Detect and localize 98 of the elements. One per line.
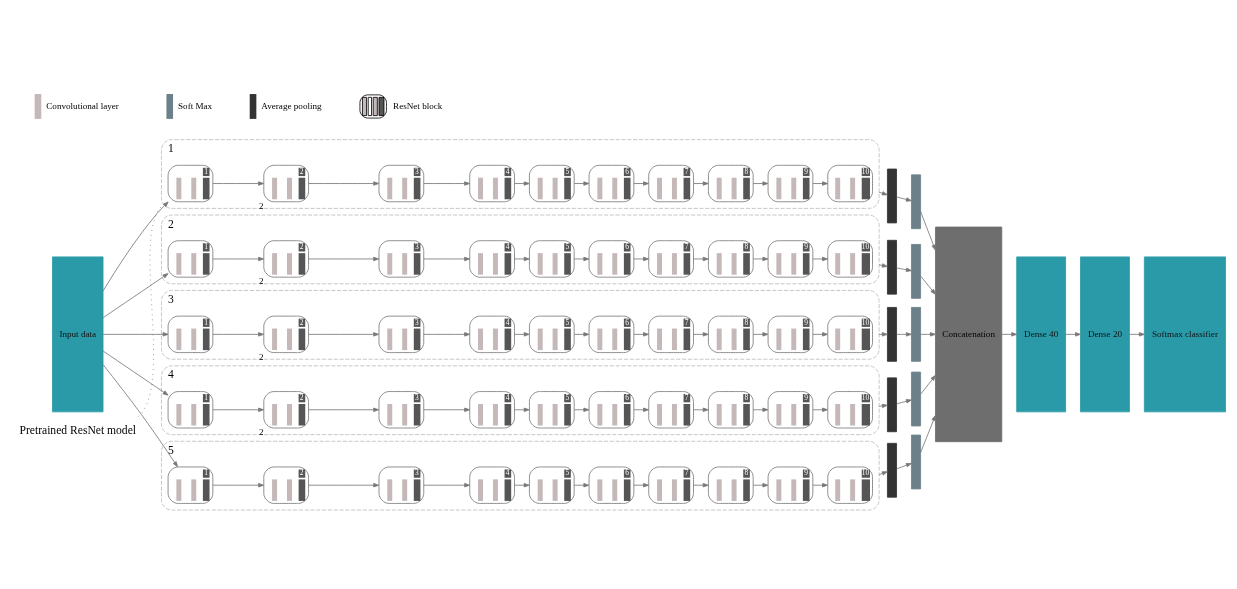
arrow xyxy=(633,482,649,487)
node-box: Softmax classifier xyxy=(1143,255,1226,412)
node-box: Dense 20 xyxy=(1080,255,1130,412)
arrow xyxy=(812,331,828,336)
arrow xyxy=(212,180,264,186)
legend-label: ResNet block xyxy=(393,100,443,111)
arrow xyxy=(514,331,530,336)
arrow xyxy=(1129,331,1145,336)
arrow xyxy=(633,407,649,412)
arrow xyxy=(308,407,380,412)
arrow xyxy=(752,180,769,186)
arrow xyxy=(423,407,471,412)
arrow xyxy=(573,407,590,412)
arrow xyxy=(102,272,169,318)
arrow xyxy=(633,256,649,261)
arrow xyxy=(752,331,769,336)
node-label: 3 xyxy=(168,292,174,306)
arrow xyxy=(514,180,530,186)
arrow xyxy=(896,462,912,469)
arrow xyxy=(920,331,936,336)
arrow xyxy=(920,374,936,395)
cluster xyxy=(161,440,880,510)
arrow xyxy=(878,190,888,195)
arrow xyxy=(514,482,530,487)
arrow xyxy=(693,331,709,336)
node-label: 2 xyxy=(168,217,174,231)
arrow xyxy=(212,482,264,487)
arrow xyxy=(1065,331,1081,336)
arrow xyxy=(896,331,912,336)
node-bar xyxy=(887,239,897,295)
arrow xyxy=(573,256,590,261)
node-box: Input data xyxy=(52,255,104,412)
legend-label: Average pooling xyxy=(261,100,322,111)
node-bar xyxy=(887,442,897,498)
arrow xyxy=(514,407,530,412)
arrow xyxy=(423,331,471,336)
arrow xyxy=(812,256,828,261)
node-text: Pretrained ResNet model xyxy=(19,423,137,437)
arrow xyxy=(878,262,888,268)
arrow xyxy=(212,407,264,412)
node-label: 2 xyxy=(259,351,264,362)
arrow xyxy=(308,482,380,487)
node-bar xyxy=(887,306,897,362)
node-label: 2 xyxy=(259,275,264,286)
arrow xyxy=(920,210,936,251)
arrow xyxy=(878,470,888,475)
arrow xyxy=(693,256,709,261)
node-box: Dense 40 xyxy=(1016,255,1066,412)
node-bar xyxy=(887,168,897,223)
legend-label: Convolutional layer xyxy=(46,100,119,111)
legend-label: Soft Max xyxy=(178,100,213,111)
arrow xyxy=(920,275,936,295)
arrow xyxy=(573,180,590,186)
arrow xyxy=(633,331,649,336)
node-label: 1 xyxy=(168,141,174,155)
arrow xyxy=(812,180,828,186)
arrow xyxy=(693,482,709,487)
arrow xyxy=(878,403,888,408)
arrow xyxy=(812,482,828,487)
arrow xyxy=(752,256,769,261)
arrow xyxy=(633,180,649,186)
arrow xyxy=(896,398,912,404)
arrow xyxy=(896,267,912,272)
arrow xyxy=(920,414,936,453)
arrow xyxy=(102,201,169,291)
arrow xyxy=(423,180,471,186)
arrow xyxy=(693,180,709,186)
arrow xyxy=(896,196,912,202)
arrow xyxy=(212,331,264,336)
arrow xyxy=(1001,331,1018,336)
node-label: 4 xyxy=(168,367,174,381)
node-label: 5 xyxy=(168,443,174,457)
arrow xyxy=(423,256,471,261)
node-bar xyxy=(911,306,921,362)
arrow xyxy=(102,364,178,467)
node-bar xyxy=(911,173,921,229)
node-label: 2 xyxy=(259,426,264,437)
arrow xyxy=(693,407,709,412)
node-box: Concatenation xyxy=(935,226,1003,442)
node-bar xyxy=(911,434,921,489)
arrow xyxy=(752,407,769,412)
node-bar xyxy=(911,243,921,299)
arrow xyxy=(212,256,264,261)
arrow xyxy=(423,482,471,487)
node-label: 2 xyxy=(259,200,264,211)
node-bar xyxy=(887,376,897,432)
arrow xyxy=(102,350,169,396)
arrow xyxy=(573,482,590,487)
arrow xyxy=(573,331,590,336)
arrow xyxy=(514,256,530,261)
arrow xyxy=(308,256,380,261)
arrow xyxy=(812,407,828,412)
arrow xyxy=(308,331,380,336)
arrow xyxy=(752,482,769,487)
node-bar xyxy=(911,371,921,426)
arrow xyxy=(102,331,169,336)
arrow xyxy=(878,331,888,336)
arrow xyxy=(308,180,380,186)
